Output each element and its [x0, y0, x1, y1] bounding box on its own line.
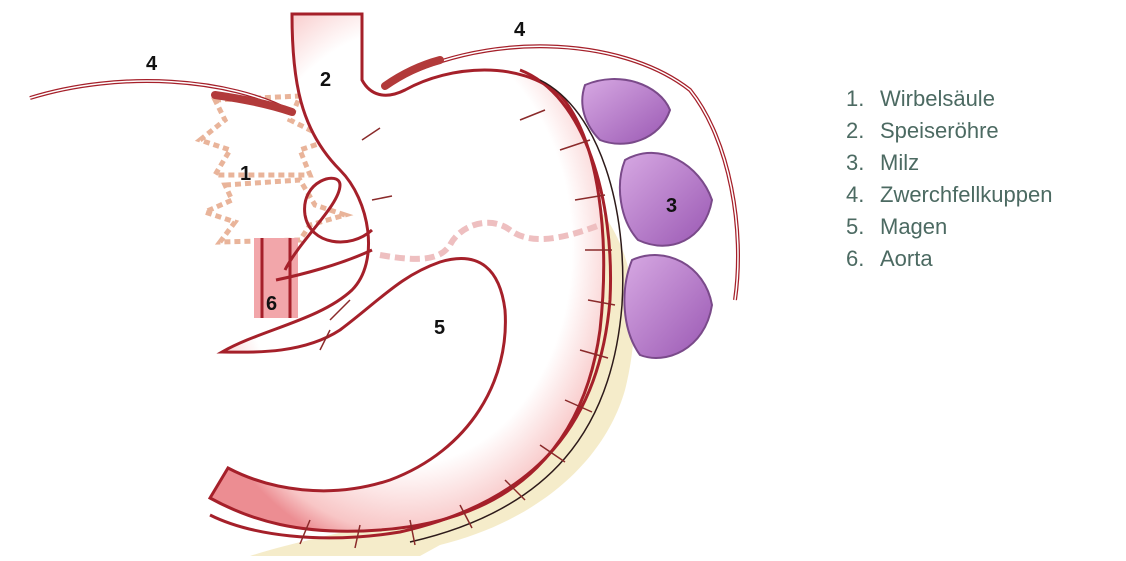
- legend-number: 6.: [846, 246, 880, 272]
- legend-text: Speiseröhre: [880, 118, 999, 144]
- label-aorta: 6: [266, 293, 277, 315]
- legend-text: Wirbelsäule: [880, 86, 995, 112]
- legend-text: Zwerchfellkuppen: [880, 182, 1052, 208]
- legend-item: 5.Magen: [846, 214, 1052, 246]
- legend-text: Aorta: [880, 246, 933, 272]
- legend-number: 5.: [846, 214, 880, 240]
- label-spleen: 3: [666, 195, 677, 217]
- legend-number: 4.: [846, 182, 880, 208]
- label-diaphragm-right: 4: [514, 19, 526, 41]
- legend-text: Magen: [880, 214, 947, 240]
- legend-text: Milz: [880, 150, 919, 176]
- legend-item: 3.Milz: [846, 150, 1052, 182]
- legend-item: 2.Speiseröhre: [846, 118, 1052, 150]
- legend-number: 3.: [846, 150, 880, 176]
- legend-list: 1.Wirbelsäule 2.Speiseröhre 3.Milz 4.Zwe…: [846, 86, 1052, 278]
- legend-number: 2.: [846, 118, 880, 144]
- label-stomach: 5: [434, 317, 445, 339]
- legend-item: 4.Zwerchfellkuppen: [846, 182, 1052, 214]
- label-diaphragm-left: 4: [146, 53, 158, 75]
- legend-item: 6.Aorta: [846, 246, 1052, 278]
- legend-item: 1.Wirbelsäule: [846, 86, 1052, 118]
- label-spine: 1: [240, 163, 251, 185]
- label-esophagus: 2: [320, 69, 331, 91]
- legend-number: 1.: [846, 86, 880, 112]
